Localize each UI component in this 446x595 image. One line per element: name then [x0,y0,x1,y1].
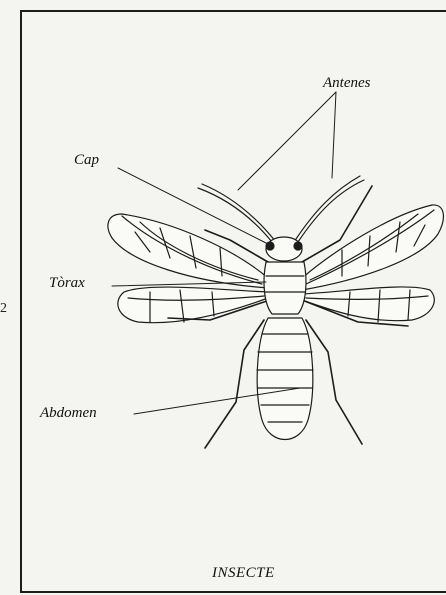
label-cap: Cap [74,153,99,168]
insect-thorax [264,262,306,314]
right-hindwing [302,287,434,322]
left-forewing [108,214,268,288]
antennae [198,176,364,242]
label-torax: Tòrax [49,276,85,291]
right-forewing [302,205,443,290]
label-antenes: Antenes [323,76,370,91]
insect-abdomen [257,318,313,440]
label-abdomen: Abdomen [40,406,97,421]
diagram-caption: INSECTE [212,566,275,581]
left-hindwing [118,287,268,323]
